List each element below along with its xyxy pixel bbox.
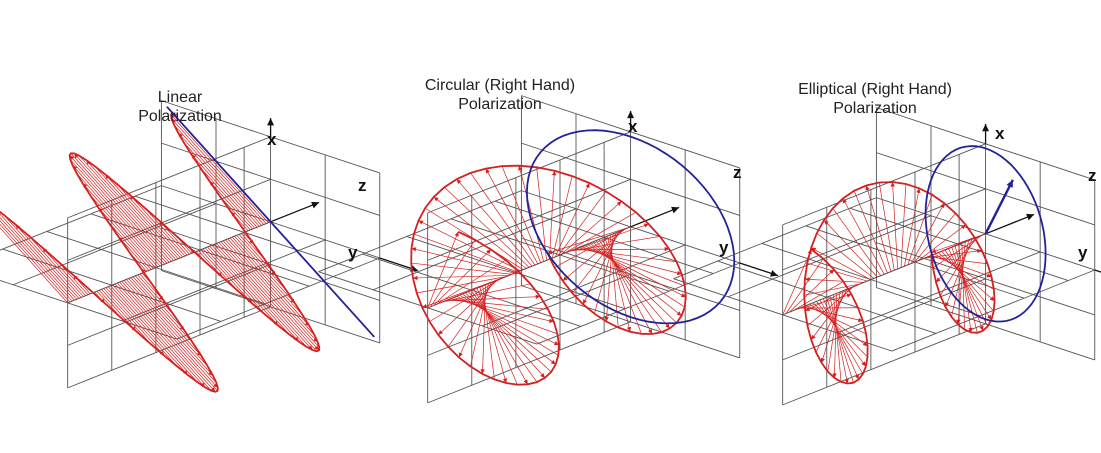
y-axis-arrow (770, 270, 778, 277)
field-vector (117, 283, 215, 392)
x-axis-arrow (982, 124, 989, 131)
field-vector (0, 201, 74, 301)
panel-elliptical-z-label: z (1088, 166, 1097, 186)
field-vector (15, 224, 81, 297)
field-vector (444, 187, 529, 267)
field-vector (457, 179, 532, 266)
field-vector (454, 297, 558, 333)
field-vector (135, 276, 184, 331)
grid-line (783, 279, 986, 360)
field-vector (593, 242, 677, 323)
field-vector (174, 125, 264, 225)
field-vector (105, 174, 180, 258)
grid-line (482, 245, 685, 326)
field-vector (29, 236, 84, 297)
field-vector (948, 249, 987, 327)
field-vector (203, 249, 252, 304)
grid-line (428, 274, 631, 355)
field-envelope (411, 166, 686, 385)
grid-line (537, 263, 740, 344)
panel-elliptical-y-label: y (1078, 243, 1087, 263)
panel-linear-y-label: y (348, 243, 357, 263)
x-axis-arrow (267, 118, 274, 125)
grid-line (428, 322, 631, 403)
panel-linear-z-label: z (358, 176, 367, 196)
panel-circular-x-label: x (628, 117, 637, 137)
field-vector (172, 119, 266, 224)
field-vector (98, 208, 153, 269)
panel-linear-x-label: x (267, 130, 276, 150)
panel-linear-title: Linear Polarization (120, 88, 240, 126)
field-vector (130, 195, 185, 256)
field-vector (71, 153, 169, 262)
panel-linear-title-line2: Polarization (120, 107, 240, 126)
field-vectors (411, 166, 686, 385)
z-axis-line (271, 202, 320, 221)
field-vector (70, 155, 167, 263)
vertical-plane-grid (68, 137, 271, 388)
field-vector (820, 300, 863, 374)
field-vector (460, 295, 559, 355)
field-vector (805, 279, 864, 282)
field-vector (422, 278, 503, 308)
panel-elliptical-x-label: x (995, 124, 1004, 144)
field-vector (83, 183, 158, 267)
field-vector (0, 194, 70, 302)
field-vector (793, 282, 844, 311)
panel-circular-title-line2: Polarization (405, 95, 595, 114)
horizontal-plane-grid (0, 186, 380, 339)
field-vector (607, 236, 630, 332)
field-vector (113, 285, 205, 387)
field-vector-arrow (677, 311, 682, 316)
panel-circular-title: Circular (Right Hand) Polarization (405, 76, 595, 114)
field-vector (122, 281, 218, 388)
field-vector-arrow (434, 197, 439, 201)
field-vector (940, 238, 975, 296)
panel-circular (319, 96, 778, 403)
field-vector (184, 143, 259, 227)
field-vector (549, 171, 554, 259)
field-vector (462, 294, 555, 364)
grid-line (728, 216, 931, 297)
panel-circular-title-line1: Circular (Right Hand) (405, 76, 595, 95)
field-vector (414, 234, 518, 272)
panel-elliptical (674, 108, 1101, 405)
field-vectors (0, 113, 319, 392)
grid-line (783, 189, 986, 270)
field-vector (587, 244, 685, 307)
field-vector (200, 167, 255, 228)
field-vector (73, 165, 163, 265)
field-vector (214, 244, 306, 346)
field-vector (843, 199, 884, 275)
field-vector (120, 282, 218, 391)
panel-elliptical-title: Elliptical (Right Hand) Polarization (775, 80, 975, 118)
panel-elliptical-title-line2: Polarization (775, 99, 975, 118)
panel-linear-title-line1: Linear (120, 88, 240, 107)
field-vector (191, 154, 257, 227)
field-vector (223, 241, 319, 348)
panel-circular-y-label: y (719, 238, 728, 258)
field-vector (833, 208, 881, 275)
axes (267, 118, 418, 272)
projection-vector (986, 180, 1013, 234)
field-vector (438, 280, 497, 335)
panel-elliptical-title-line1: Elliptical (Right Hand) (775, 80, 975, 99)
axes (627, 111, 778, 277)
panel-circular-z-label: z (733, 163, 742, 183)
z-axis-line (631, 207, 680, 226)
grid-line (68, 222, 271, 303)
field-vector (79, 156, 173, 261)
field-vector (219, 243, 317, 352)
y-axis-line (1095, 270, 1101, 283)
field-vector (564, 212, 636, 253)
